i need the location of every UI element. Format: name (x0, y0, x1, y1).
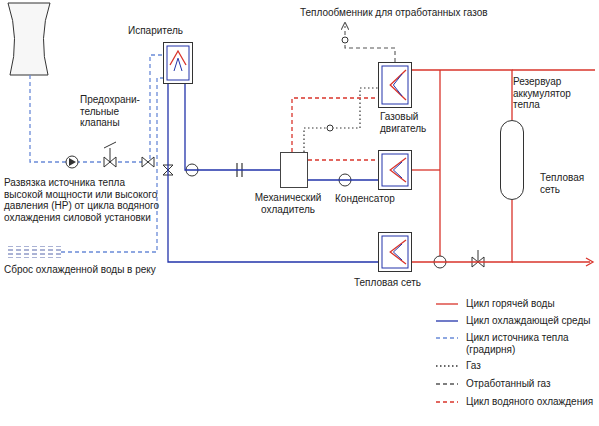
legend-entry: Отработанный газ (436, 378, 594, 390)
valve-label: Предохрани- тельные клапаны (80, 94, 144, 129)
cooling-tower (8, 3, 50, 75)
node-label: Газовый двигатель (380, 111, 430, 134)
hot-water-pipe (412, 70, 595, 266)
mechanical-chiller-outline (280, 152, 308, 188)
legend-line-sample (436, 299, 458, 309)
node-label: Тепловая сеть (354, 277, 434, 289)
evaporator-outline (163, 42, 193, 84)
legend-line-sample (436, 397, 458, 407)
legend-line-sample (436, 379, 458, 389)
exchanger-symbol (379, 233, 411, 271)
mechanical-chiller: Механический охладитель (280, 152, 308, 188)
three-way-valve (472, 250, 484, 267)
pipe-connector (412, 70, 512, 120)
legend-entry: Цикл охлаждающей среды (436, 315, 594, 327)
exchanger-symbol (379, 151, 411, 189)
legend-text: Цикл водяного охлаждения (466, 396, 594, 408)
exhaust-valve (342, 37, 348, 43)
heat-exchanger: Тепловая сеть (378, 232, 412, 272)
heat-exchanger-outline (378, 232, 412, 272)
gas-valve (327, 125, 333, 131)
legend-text: Отработанный газ (466, 378, 594, 390)
label-text: Тепловая сеть (540, 172, 596, 195)
exhaust-pipe (345, 26, 395, 62)
heat-exchanger: Газовый двигатель (378, 62, 412, 108)
exchanger-symbol (164, 43, 192, 83)
pipe-connector (412, 200, 512, 262)
legend-text: Цикл горячей воды (466, 298, 594, 310)
river-label: Сброс охлажденной воды в реку (4, 264, 204, 276)
legend-text: Цикл источника тепла (градирня) (466, 332, 594, 355)
node-label: Испаритель (128, 25, 198, 37)
pipe-connector (185, 84, 280, 170)
pipe-connector (308, 159, 378, 160)
legend-line-sample (436, 333, 458, 343)
legend-text: Газ (466, 360, 594, 372)
network-label: Тепловая сеть (540, 172, 596, 195)
note-text: Развязка источника тепла высокой мощност… (4, 177, 164, 223)
label-text: Предохрани- тельные клапаны (80, 94, 144, 129)
heat-exchanger-outline (378, 62, 412, 108)
evaporator: Испаритель (163, 42, 193, 84)
label-text: Развязка источника тепла высокой мощност… (4, 177, 164, 223)
heat-exchanger-outline (378, 150, 412, 190)
river (5, 246, 61, 258)
node-label: Резервуар аккумулятор тепла (513, 76, 597, 111)
legend-line-sample (436, 361, 458, 371)
pipe-connector (308, 179, 378, 180)
pipe-connector (168, 84, 378, 262)
legend-entry: Газ (436, 360, 594, 372)
storage-tank: Резервуар аккумулятор тепла (500, 120, 524, 200)
legend-entry: Цикл водяного охлаждения (436, 396, 594, 408)
pump-symbol (66, 156, 78, 168)
heat-exchanger: Конденсатор (378, 150, 412, 190)
node-label: Механический охладитель (250, 192, 326, 215)
storage-tank-outline (500, 120, 524, 200)
label-text: Теплообменник для отработанных газов (300, 7, 540, 19)
legend-text: Цикл охлаждающей среды (466, 315, 594, 327)
three-way-valve (142, 157, 154, 167)
pipe-connector (292, 98, 378, 152)
legend-entry: Цикл источника тепла (градирня) (436, 332, 594, 355)
exhaust-label: Теплообменник для отработанных газов (300, 7, 540, 19)
exchanger-symbol (379, 63, 411, 107)
safety-valve (104, 142, 116, 167)
node-label: Конденсатор (335, 193, 401, 205)
legend-line-sample (436, 316, 458, 326)
label-text: Сброс охлажденной воды в реку (4, 264, 204, 276)
legend-entry: Цикл горячей воды (436, 298, 594, 310)
